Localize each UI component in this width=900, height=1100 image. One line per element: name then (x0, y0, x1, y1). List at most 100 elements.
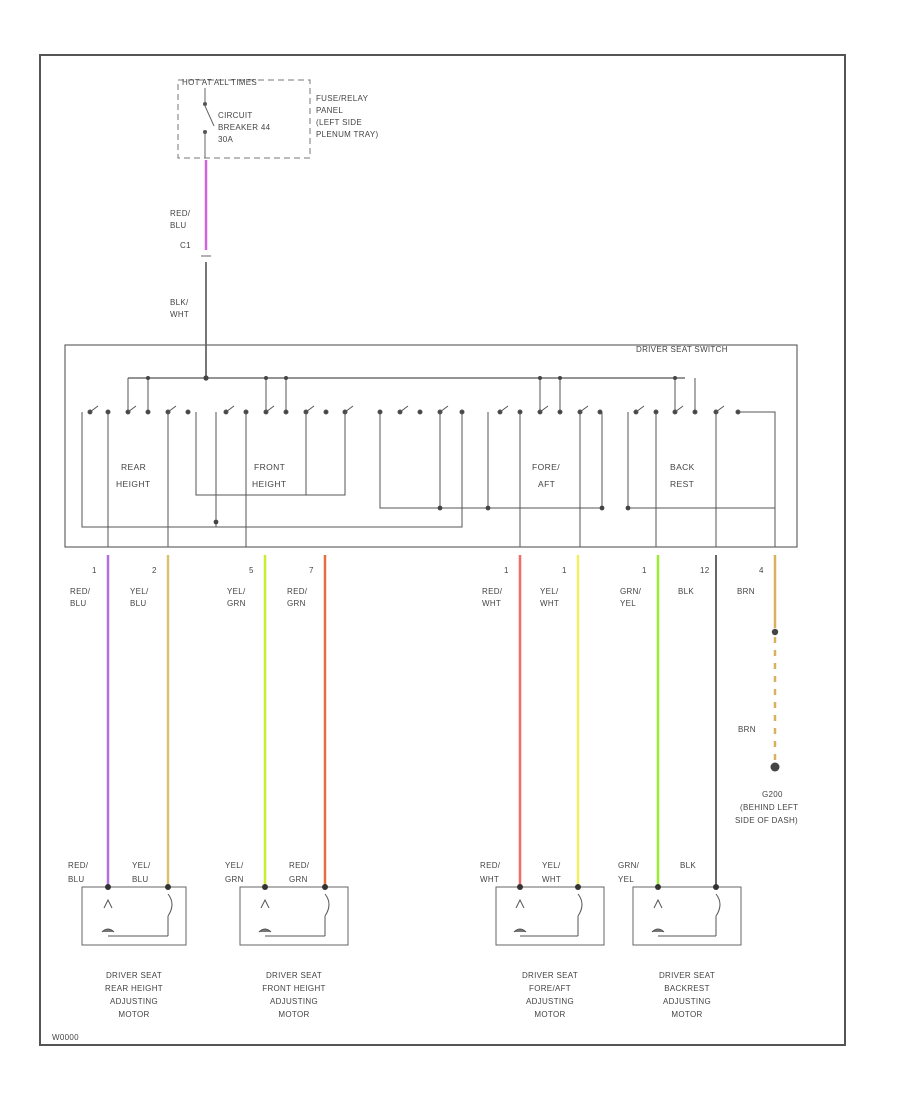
motor-wire-label: RED/ (68, 861, 89, 870)
switch-block-rear-2: HEIGHT (116, 479, 151, 489)
motor-wire-label: RED/ (289, 861, 310, 870)
motor-wire-label: BLK (680, 861, 696, 870)
motor-name-line: DRIVER SEAT (106, 971, 162, 980)
motor-name-line: ADJUSTING (663, 997, 711, 1006)
motor-name-line: MOTOR (118, 1010, 149, 1019)
wire-pin-label: 5 (249, 566, 254, 575)
switch-block-backrest-1: BACK (670, 462, 695, 472)
motor-symbol (101, 928, 115, 933)
motor-wire-label: YEL/ (225, 861, 244, 870)
motor-name-line: FRONT HEIGHT (262, 984, 325, 993)
wire-color-label-2: GRN (227, 599, 246, 608)
motor-wire-label-2: BLU (68, 875, 84, 884)
motor-wire-label-2: BLU (132, 875, 148, 884)
wire-color-label: GRN/ (620, 587, 642, 596)
motor-wire-label-2: YEL (618, 875, 634, 884)
motor-pin (105, 884, 111, 890)
feed-lower-color-1: BLK/ (170, 298, 189, 307)
switch-contact (417, 409, 423, 415)
switch-contact (283, 409, 289, 415)
motor-wire-label: RED/ (480, 861, 501, 870)
feed-lower-color-2: WHT (170, 310, 189, 319)
panel-label-2: PANEL (316, 106, 343, 115)
switch-contact (597, 409, 603, 415)
motor-symbol (651, 928, 665, 933)
connector-pin-label: C1 (180, 241, 191, 250)
ground-id: G200 (762, 790, 783, 799)
wire-color-label-2: GRN (287, 599, 306, 608)
motor-name-line: MOTOR (534, 1010, 565, 1019)
feed-upper-color-2: BLU (170, 221, 186, 230)
ground-wire-label: BRN (738, 725, 756, 734)
wire-color-label-2: BLU (130, 599, 146, 608)
motor-pin (322, 884, 328, 890)
fuse-relay-panel: HOT AT ALL TIMES CIRCUIT BREAKER 44 30A … (177, 78, 378, 159)
panel-label-4: PLENUM TRAY) (316, 130, 378, 139)
wire-color-label: BRN (737, 587, 755, 596)
panel-label-1: FUSE/RELAY (316, 94, 369, 103)
motor-wire-label-2: GRN (289, 875, 308, 884)
switch-block-front-2: HEIGHT (252, 479, 287, 489)
motor-name-line: BACKREST (664, 984, 710, 993)
motor-name-line: FORE/AFT (529, 984, 571, 993)
switch-block-backrest-2: REST (670, 479, 694, 489)
wire-color-label: YEL/ (130, 587, 149, 596)
wire-color-label-2: WHT (540, 599, 559, 608)
breaker-label-1: CIRCUIT (218, 111, 253, 120)
motor-name-line: ADJUSTING (270, 997, 318, 1006)
panel-label-3: (LEFT SIDE (316, 118, 362, 127)
motor-pin (517, 884, 523, 890)
breaker-label-2: BREAKER 44 (218, 123, 271, 132)
ground-point (770, 762, 780, 772)
wire-color-label-2: YEL (620, 599, 636, 608)
wire-pin-label: 4 (759, 566, 764, 575)
motor-pin (165, 884, 171, 890)
motor-wire-label-2: WHT (542, 875, 561, 884)
wire-color-label-2: BLU (70, 599, 86, 608)
wire-color-label: RED/ (482, 587, 503, 596)
motor-wire-label-2: WHT (480, 875, 499, 884)
ground-location-2: SIDE OF DASH) (735, 816, 798, 825)
switch-contact (145, 409, 151, 415)
breaker-label-3: 30A (218, 135, 233, 144)
driver-seat-switch: DRIVER SEAT SWITCH (64, 344, 798, 548)
feed-wire: C1 RED/ BLU BLK/ WHT (170, 160, 211, 378)
switch-block-rear-1: REAR (121, 462, 146, 472)
motor-symbol (513, 928, 527, 933)
wire-pin-label: 7 (309, 566, 314, 575)
motor-symbol (258, 928, 272, 933)
motor-name-line: DRIVER SEAT (522, 971, 578, 980)
diagram-frame (39, 54, 846, 1046)
motor-wire-label: YEL/ (542, 861, 561, 870)
wire-color-label: YEL/ (540, 587, 559, 596)
motor-wire-label: GRN/ (618, 861, 640, 870)
wire-pin-label: 1 (92, 566, 97, 575)
wire-pin-label: 1 (642, 566, 647, 575)
switch-contact (185, 409, 191, 415)
motor-wire-label-2: GRN (225, 875, 244, 884)
switch-block-foreaft-1: FORE/ (532, 462, 560, 472)
switch-block-front-1: FRONT (254, 462, 285, 472)
motor-name-line: DRIVER SEAT (659, 971, 715, 980)
wire-color-label: RED/ (287, 587, 308, 596)
motor-1: YEL/GRN RED/GRN DRIVER SEAT FRONT HEIGHT ADJ… (225, 861, 349, 1019)
switch-contact (323, 409, 329, 415)
motor-name-line: ADJUSTING (110, 997, 158, 1006)
hot-at-all-times-label: HOT AT ALL TIMES (182, 78, 257, 87)
motor-name-line: DRIVER SEAT (266, 971, 322, 980)
ground-location-1: (BEHIND LEFT (740, 803, 798, 812)
wire-color-label: YEL/ (227, 587, 246, 596)
motor-2: RED/WHT YEL/WHT DRIVER SEAT FORE/AFT ADJUSTI… (480, 861, 605, 1019)
motor-pin (575, 884, 581, 890)
footer-code: W0000 (52, 1033, 79, 1042)
ground-g200: BRN G200 (BEHIND LEFT SIDE OF DASH) (735, 628, 798, 825)
output-wires: 1RED/BLU2YEL/BLU5YEL/GRN7RED/GRN1RED/WHT… (70, 546, 780, 887)
switch-title: DRIVER SEAT SWITCH (636, 345, 728, 354)
wire-pin-label: 1 (562, 566, 567, 575)
motor-name-line: ADJUSTING (526, 997, 574, 1006)
motor-wire-label: YEL/ (132, 861, 151, 870)
